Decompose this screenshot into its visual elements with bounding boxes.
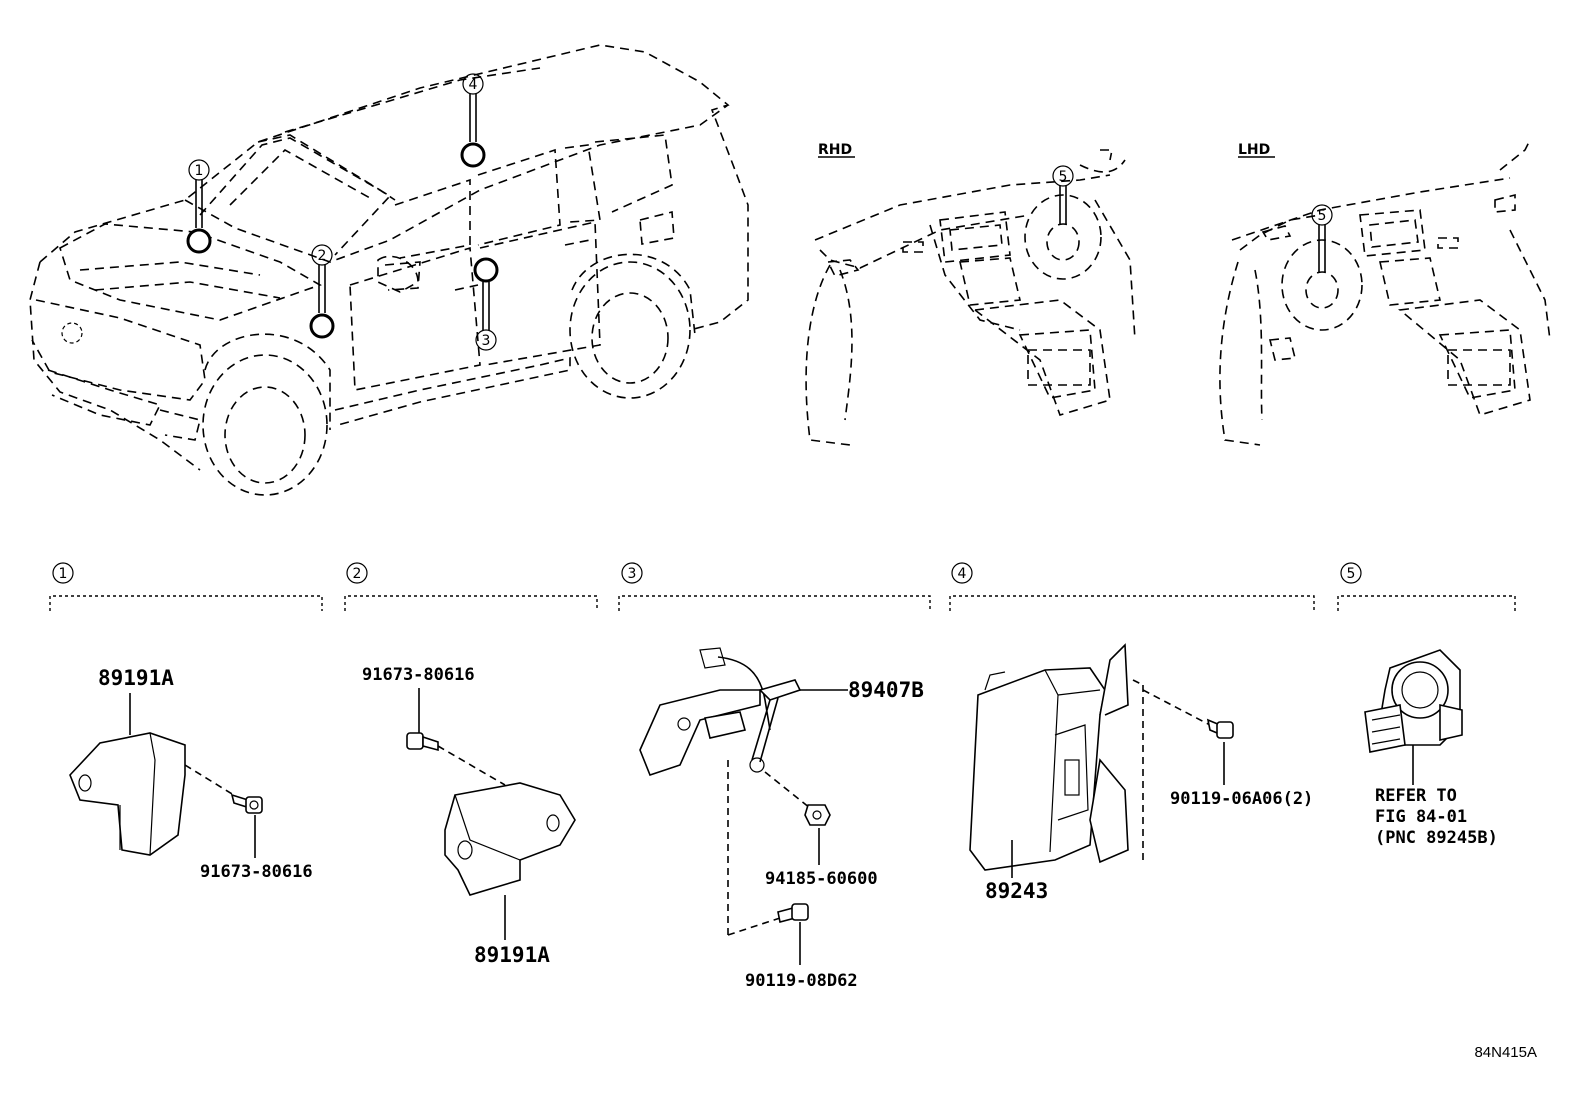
figure-code: 84N415A — [1474, 1044, 1537, 1061]
lhd-label: LHD — [1238, 142, 1270, 158]
sensor-location-2 — [309, 313, 335, 339]
steering-sensor-part — [1364, 649, 1463, 753]
svg-text:5: 5 — [1347, 566, 1356, 582]
sensor-location-1 — [186, 228, 212, 254]
part-number-89407B[interactable]: 89407B — [848, 678, 924, 702]
svg-text:1: 1 — [195, 163, 204, 179]
group-4: 90119-06A06(2) 89243 — [969, 643, 1313, 903]
callout-5-lhd[interactable]: 5 — [1311, 204, 1333, 272]
ecu-89243-part — [969, 643, 1129, 871]
rhd-label: RHD — [818, 142, 852, 158]
part-number-90119-06A06[interactable]: 90119-06A06(2) — [1170, 789, 1313, 809]
vehicle-callouts: 1 2 3 4 — [186, 73, 499, 351]
part-number-89243[interactable]: 89243 — [985, 879, 1048, 903]
svg-text:5: 5 — [1318, 208, 1327, 224]
svg-text:4: 4 — [469, 77, 478, 93]
part-number-89191A[interactable]: 89191A — [474, 943, 550, 967]
bolt-91673-80616-part — [230, 793, 263, 814]
sensor-89191A-part — [444, 782, 576, 896]
group-4-header[interactable]: 4 — [949, 562, 1315, 611]
svg-text:3: 3 — [628, 566, 637, 582]
nut-94185-60600-part — [804, 804, 831, 826]
group-1-header[interactable]: 1 — [49, 562, 323, 611]
part-number-91673-80616[interactable]: 91673-80616 — [362, 665, 475, 685]
group-5: REFER TO FIG 84-01 (PNC 89245B) — [1364, 649, 1498, 848]
part-number-94185-60600[interactable]: 94185-60600 — [765, 869, 878, 889]
svg-text:5: 5 — [1059, 169, 1068, 185]
group-1: 89191A 91673-80616 — [69, 666, 313, 882]
bolt-91673-80616-part — [406, 732, 439, 752]
lhd-view: LHD 5 — [1219, 139, 1551, 446]
group-2: 91673-80616 89191A — [362, 665, 576, 967]
rhd-view: RHD 5 — [805, 142, 1136, 446]
part-number-90119-08D62[interactable]: 90119-08D62 — [745, 971, 858, 991]
bolt-90119-08D62-part — [777, 903, 809, 923]
group-headers: 1 2 3 4 5 — [49, 562, 1516, 611]
callout-5-rhd[interactable]: 5 — [1052, 165, 1074, 225]
refer-line-2[interactable]: FIG 84-01 — [1375, 807, 1467, 827]
callout-3[interactable]: 3 — [473, 257, 499, 351]
group-5-header[interactable]: 5 — [1337, 562, 1516, 611]
part-number-89191A[interactable]: 89191A — [98, 666, 174, 690]
svg-text:3: 3 — [482, 333, 491, 349]
svg-text:2: 2 — [353, 566, 362, 582]
svg-text:4: 4 — [958, 566, 967, 582]
sensor-location-4 — [460, 142, 486, 168]
sensor-location-3 — [473, 257, 499, 283]
sensor-89191A-part — [69, 732, 186, 856]
callout-4[interactable]: 4 — [460, 73, 486, 168]
vehicle-illustration — [29, 44, 749, 496]
callout-1[interactable]: 1 — [186, 159, 212, 254]
svg-text:2: 2 — [318, 248, 327, 264]
group-2-header[interactable]: 2 — [344, 562, 598, 611]
callout-2[interactable]: 2 — [309, 244, 335, 339]
svg-text:1: 1 — [59, 566, 68, 582]
refer-line-1: REFER TO — [1375, 786, 1457, 806]
group-3-header[interactable]: 3 — [618, 562, 931, 611]
height-sensor-89407B-part — [639, 647, 802, 776]
refer-line-3[interactable]: (PNC 89245B) — [1375, 828, 1498, 848]
bolt-90119-06A06-part — [1206, 718, 1234, 739]
part-number-91673-80616[interactable]: 91673-80616 — [200, 862, 313, 882]
group-3: 89407B 94185-60600 90119-08D62 — [639, 647, 924, 991]
